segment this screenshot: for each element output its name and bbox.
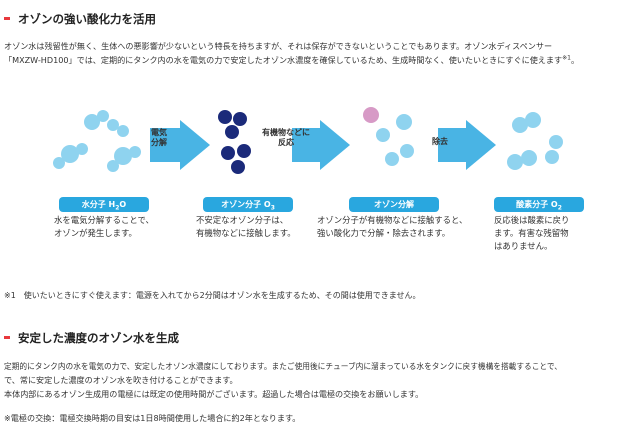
water-molecules-icon bbox=[53, 110, 141, 172]
intro-paragraph-line-2: 「MXZW-HD100」では、定期的にタンク内の水を電気の力で安定したオゾン水濃… bbox=[4, 54, 579, 68]
section-heading-stable-concentration: 安定した濃度のオゾン水を生成 bbox=[4, 330, 179, 346]
heading-marker bbox=[4, 17, 10, 20]
stage-desc-decomposition: オゾン分子が有機物などに接触すると、 強い酸化力で分解・除去されます。 bbox=[317, 215, 468, 238]
ozone-process-diagram bbox=[53, 107, 563, 174]
heading-marker bbox=[4, 336, 10, 339]
arrow-icon-3 bbox=[438, 120, 496, 170]
stage-desc-water: 水を電気分解することで、 オゾンが発生します。 bbox=[54, 215, 154, 238]
stage-desc-ozone: 不安定なオゾン分子は、 有機物などに接触します。 bbox=[196, 215, 296, 238]
arrow-label-3: 除去 bbox=[432, 137, 448, 146]
section2-line-4: ※電極の交換：電極交換時期の目安は1日8時間使用した場合に約2年となります。 bbox=[4, 413, 301, 423]
stage-label-oxygen: 酸素分子 O2 bbox=[494, 197, 584, 212]
ozone-molecules-icon bbox=[218, 110, 251, 174]
arrow-label-2: 有機物などに 反応 bbox=[262, 128, 310, 147]
footnote-ref: ※1 bbox=[562, 54, 571, 62]
section-heading-ozone-oxidation: オゾンの強い酸化力を活用 bbox=[4, 11, 156, 27]
section2-line-2: で、常に安定した濃度のオゾン水を吹き付けることができます。 bbox=[4, 375, 238, 385]
ozone-decomposition-icon bbox=[363, 107, 414, 166]
arrow-icon-2 bbox=[292, 120, 350, 170]
section2-line-3: 本体内部にあるオゾン生成用の電極には既定の使用時間がございます。超過した場合は電… bbox=[4, 389, 424, 399]
intro-paragraph-line-1: オゾン水は残留性が無く、生体への悪影響が少ないという特長を持ちますが、それは保存… bbox=[4, 41, 553, 51]
section-title: オゾンの強い酸化力を活用 bbox=[18, 12, 156, 26]
section2-line-1: 定期的にタンク内の水を電気の力で、安定したオゾン水濃度にしております。またご使用… bbox=[4, 362, 562, 371]
arrow-label-1: 電気 分解 bbox=[151, 128, 167, 147]
stage-label-decomposition: オゾン分解 bbox=[349, 197, 439, 212]
oxygen-molecules-icon bbox=[507, 112, 563, 170]
footnote: ※1 使いたいときにすぐ使えます：電源を入れてから2分間はオゾン水を生成するため… bbox=[4, 291, 421, 300]
section-title: 安定した濃度のオゾン水を生成 bbox=[18, 331, 179, 345]
stage-label-ozone: オゾン分子 O3 bbox=[203, 197, 293, 212]
arrow-icon-1 bbox=[150, 120, 210, 170]
intro-end: 。 bbox=[570, 55, 580, 65]
stage-label-water: 水分子 H2O bbox=[59, 197, 149, 212]
intro-text: 「MXZW-HD100」では、定期的にタンク内の水を電気の力で安定したオゾン水濃… bbox=[4, 55, 563, 65]
stage-desc-oxygen: 反応後は酸素に戻り ます。有害な残留物 はありません。 bbox=[494, 215, 570, 251]
